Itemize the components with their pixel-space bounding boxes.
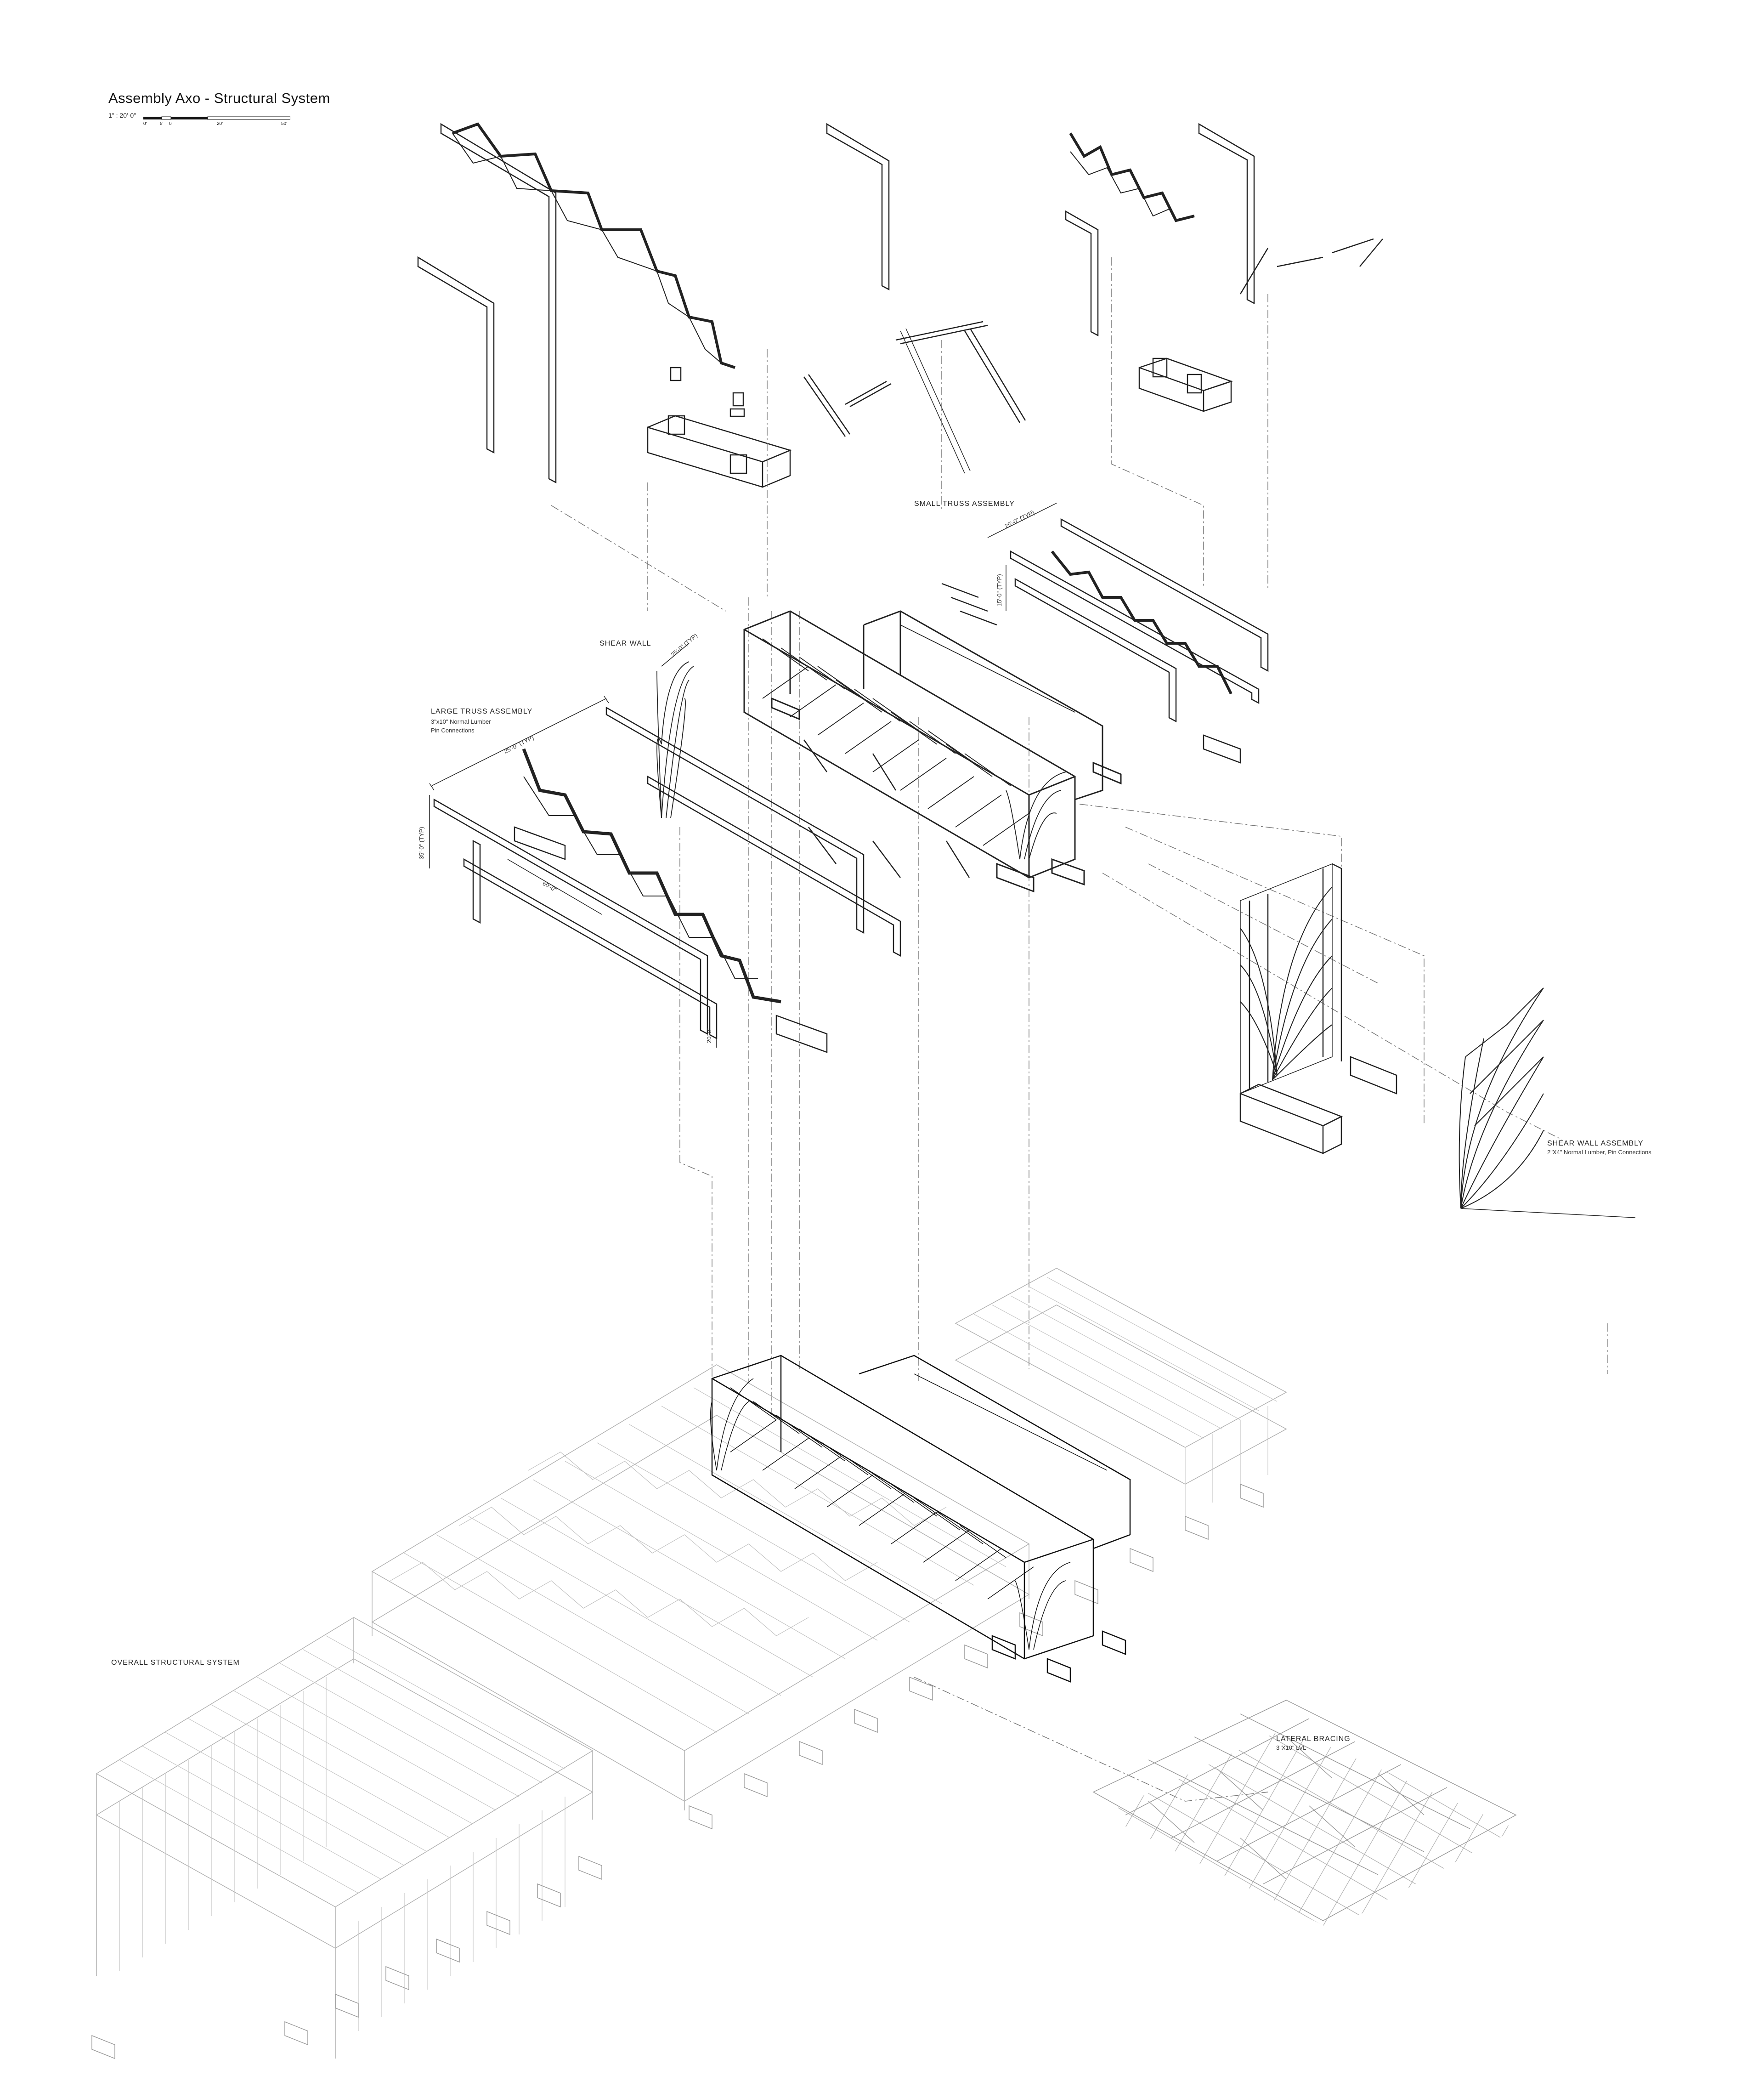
shear-wall-fan-small xyxy=(661,661,690,745)
small-truss-detail-exploded xyxy=(1065,123,1383,412)
scale-tick-2: 0' xyxy=(169,121,173,126)
scale-tick-3: 20' xyxy=(217,121,223,126)
scale-tick-0: 0' xyxy=(143,121,147,126)
dimension-lines xyxy=(429,503,1057,1048)
shear-wall-fan-detached xyxy=(1459,987,1636,1218)
label-small-truss: SMALL TRUSS ASSEMBLY xyxy=(914,500,1015,508)
large-truss-detail-exploded xyxy=(417,122,1026,488)
dim-small-height: 15'-0" (TYP) xyxy=(996,574,1003,607)
dim-large-length: 60'-0" xyxy=(542,880,559,894)
label-overall-structural-system: OVERALL STRUCTURAL SYSTEM xyxy=(111,1659,240,1667)
dim-small-width: 25'-0" (TYP) xyxy=(1004,509,1036,529)
small-truss-assembly xyxy=(941,518,1269,764)
shear-wall-fan-mid xyxy=(656,666,1066,860)
scale-tick-1: 5' xyxy=(160,121,164,126)
label-lateral-bracing-spec: 3"X10" LVL xyxy=(1276,1744,1306,1751)
overall-highlighted-module xyxy=(710,1355,1131,1683)
label-large-truss-spec-1: 3"x10" Normal Lumber xyxy=(431,718,491,725)
projection-lines xyxy=(551,257,1608,1802)
label-lateral-bracing: LATERAL BRACING xyxy=(1276,1735,1351,1743)
large-truss-assembly xyxy=(433,706,970,1053)
label-large-truss-spec-2: Pin Connections xyxy=(431,727,475,734)
drawing-title: Assembly Axo - Structural System xyxy=(108,90,330,106)
label-shear-wall-assembly-spec: 2"X4" Normal Lumber, Pin Connections xyxy=(1547,1149,1651,1156)
dim-large-depth: 20'-0" xyxy=(706,1027,712,1043)
label-large-truss: LARGE TRUSS ASSEMBLY xyxy=(431,708,533,715)
overall-structural-system xyxy=(91,1268,1287,2059)
dim-large-width: 25'-0" (TYP) xyxy=(503,734,535,754)
shear-wall-assembly xyxy=(1239,863,1636,1218)
label-shear-wall: SHEAR WALL xyxy=(599,640,651,647)
lateral-bracing-grid xyxy=(1092,1700,1517,1930)
dim-shear-width: 25'-0" (TYP) xyxy=(669,632,699,658)
scale-text: 1" : 20'-0" xyxy=(108,112,136,119)
label-shear-wall-assembly: SHEAR WALL ASSEMBLY xyxy=(1547,1140,1644,1147)
scale-tick-4: 50' xyxy=(281,121,287,126)
dim-large-height: 35'-0" (TYP) xyxy=(418,827,425,859)
central-frame-module xyxy=(656,610,1122,893)
scale-bar: 0' 5' 0' 20' 50' xyxy=(143,116,290,126)
